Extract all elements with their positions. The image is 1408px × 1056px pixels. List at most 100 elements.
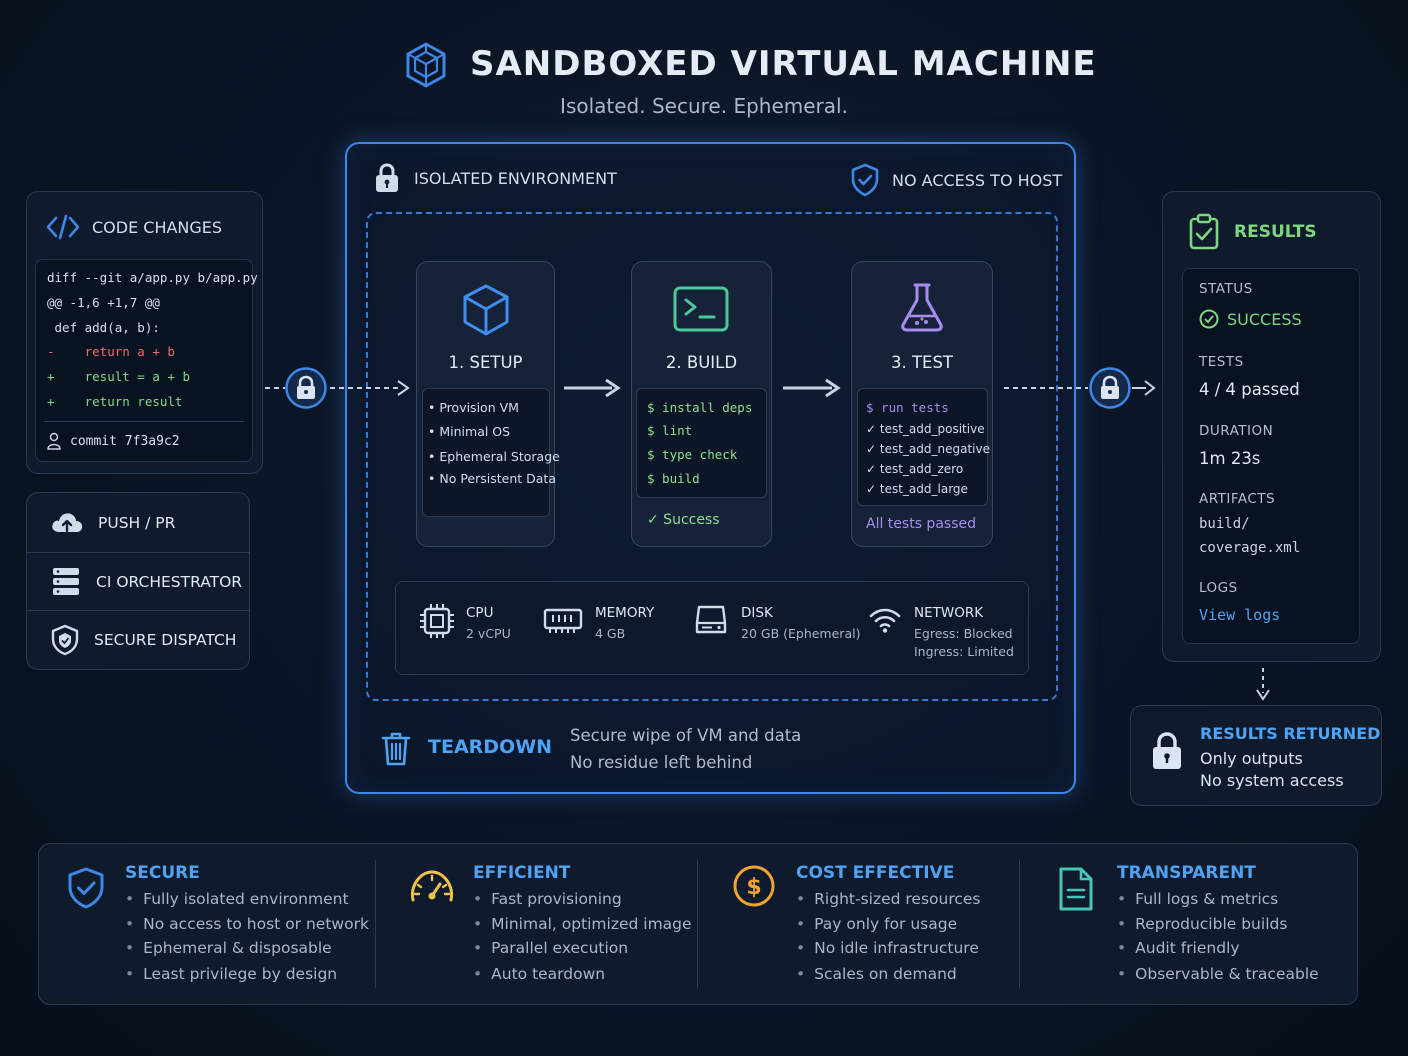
build-steps-box [636, 388, 767, 498]
cube-icon [461, 283, 511, 337]
clipboard-check-icon [1189, 213, 1219, 250]
test-status: All tests passed [866, 516, 976, 532]
test-case: ✓ test_add_negative [866, 442, 990, 456]
commit-user-icon [47, 432, 61, 450]
duration-label: DURATION [1199, 423, 1274, 439]
test-results-box [857, 388, 988, 506]
teardown-detail: Secure wipe of VM and data [570, 726, 802, 745]
memory-label: MEMORY [595, 605, 655, 621]
cloud-upload-icon [52, 513, 83, 533]
isolated-environment-header: ISOLATED ENVIRONMENT [374, 162, 617, 194]
status-label: STATUS [1199, 281, 1253, 297]
network-ingress: Ingress: Limited [914, 644, 1014, 659]
network-label: NETWORK [914, 605, 984, 621]
diff-line-removed: - return a + b [47, 344, 175, 359]
feature-item: Scales on demand [796, 965, 957, 983]
setup-step: • Minimal OS [428, 424, 511, 439]
page-subtitle: Isolated. Secure. Ephemeral. [560, 94, 848, 118]
ci-orchestrator-label: CI ORCHESTRATOR [96, 573, 243, 591]
shield-check-icon [851, 163, 879, 197]
divider [44, 421, 244, 422]
test-case: ✓ test_add_large [866, 482, 968, 496]
commit-hash: commit 7f3a9c2 [70, 433, 180, 449]
svg-text:$: $ [746, 875, 761, 900]
cpu-icon [418, 602, 456, 640]
tests-value: 4 / 4 passed [1199, 380, 1300, 399]
feature-title-transparent: TRANSPARENT [1117, 863, 1256, 883]
results-returned-detail: No system access [1200, 771, 1344, 790]
divider [375, 860, 376, 988]
results-title: RESULTS [1234, 222, 1317, 242]
setup-step: • No Persistent Data [428, 471, 556, 486]
feature-item: Pay only for usage [796, 915, 957, 933]
artifact-item[interactable]: coverage.xml [1199, 540, 1301, 556]
feature-item: Least privilege by design [125, 965, 337, 983]
results-returned-title: RESULTS RETURNED [1200, 724, 1381, 743]
build-step: $ build [647, 471, 700, 486]
server-stack-icon [53, 568, 79, 595]
feature-item: Fully isolated environment [125, 890, 348, 908]
divider [27, 610, 249, 611]
document-icon [1057, 866, 1095, 912]
cpu-value: 2 vCPU [466, 626, 511, 641]
setup-stage-title: 1. SETUP [448, 353, 523, 372]
code-brackets-icon [46, 214, 80, 240]
build-step: $ type check [647, 447, 738, 462]
build-step: $ install deps [647, 400, 753, 415]
check-circle-icon [1199, 309, 1219, 329]
results-details-box [1182, 268, 1360, 644]
memory-value: 4 GB [595, 626, 626, 641]
artifacts-label: ARTIFACTS [1199, 491, 1276, 507]
build-step: $ lint [647, 423, 693, 438]
cpu-label: CPU [466, 605, 494, 621]
feature-item: No idle infrastructure [796, 939, 979, 957]
network-egress: Egress: Blocked [914, 626, 1013, 641]
diff-line-added: + result = a + b [47, 369, 190, 384]
feature-item: Full logs & metrics [1117, 890, 1278, 908]
setup-step: • Provision VM [428, 400, 519, 415]
no-host-access-label: NO ACCESS TO HOST [892, 170, 1063, 190]
push-pr-item[interactable]: PUSH / PR [26, 494, 250, 552]
diff-line: diff --git a/app.py b/app.py [47, 270, 258, 285]
commit-info: commit 7f3a9c2 [46, 432, 180, 450]
lock-gate-icon [1088, 366, 1132, 410]
tests-label: TESTS [1199, 354, 1244, 370]
secure-dispatch-label: SECURE DISPATCH [94, 631, 237, 649]
test-case: ✓ test_add_zero [866, 462, 964, 476]
feature-item: Reproducible builds [1117, 915, 1287, 933]
feature-item: Audit friendly [1117, 939, 1239, 957]
view-logs-link[interactable]: View logs [1199, 606, 1281, 624]
ci-orchestrator-item[interactable]: CI ORCHESTRATOR [26, 553, 250, 611]
diff-line: @@ -1,6 +1,7 @@ [47, 295, 160, 310]
lock-icon [376, 163, 398, 192]
trash-icon [381, 731, 411, 767]
secure-dispatch-item[interactable]: SECURE DISPATCH [26, 611, 250, 669]
lock-icon [1151, 731, 1183, 771]
code-changes-header: CODE CHANGES [46, 214, 222, 240]
page-title: SANDBOXED VIRTUAL MACHINE [470, 44, 1097, 84]
shield-check-icon [51, 624, 79, 656]
terminal-icon [673, 286, 729, 332]
shield-check-icon [66, 866, 106, 910]
lock-gate-icon [284, 366, 328, 410]
disk-icon [694, 603, 728, 637]
artifact-item[interactable]: build/ [1199, 516, 1250, 532]
wifi-icon [868, 606, 902, 634]
divider [697, 860, 698, 988]
status-badge: SUCCESS [1199, 309, 1302, 329]
setup-steps-box [422, 388, 550, 517]
logs-label: LOGS [1199, 580, 1238, 596]
feature-title-cost: COST EFFECTIVE [796, 863, 955, 883]
diff-line: def add(a, b): [47, 320, 160, 335]
duration-value: 1m 23s [1199, 449, 1261, 468]
feature-item: Observable & traceable [1117, 965, 1319, 983]
test-case: ✓ test_add_positive [866, 422, 985, 436]
setup-step: • Ephemeral Storage [428, 449, 560, 464]
disk-label: DISK [741, 605, 773, 621]
no-host-access-header: NO ACCESS TO HOST [850, 163, 1062, 197]
disk-value: 20 GB (Ephemeral) [741, 626, 861, 641]
teardown-title: TEARDOWN [428, 736, 553, 758]
vm-boundary [366, 212, 1058, 701]
build-stage-title: 2. BUILD [665, 353, 738, 372]
